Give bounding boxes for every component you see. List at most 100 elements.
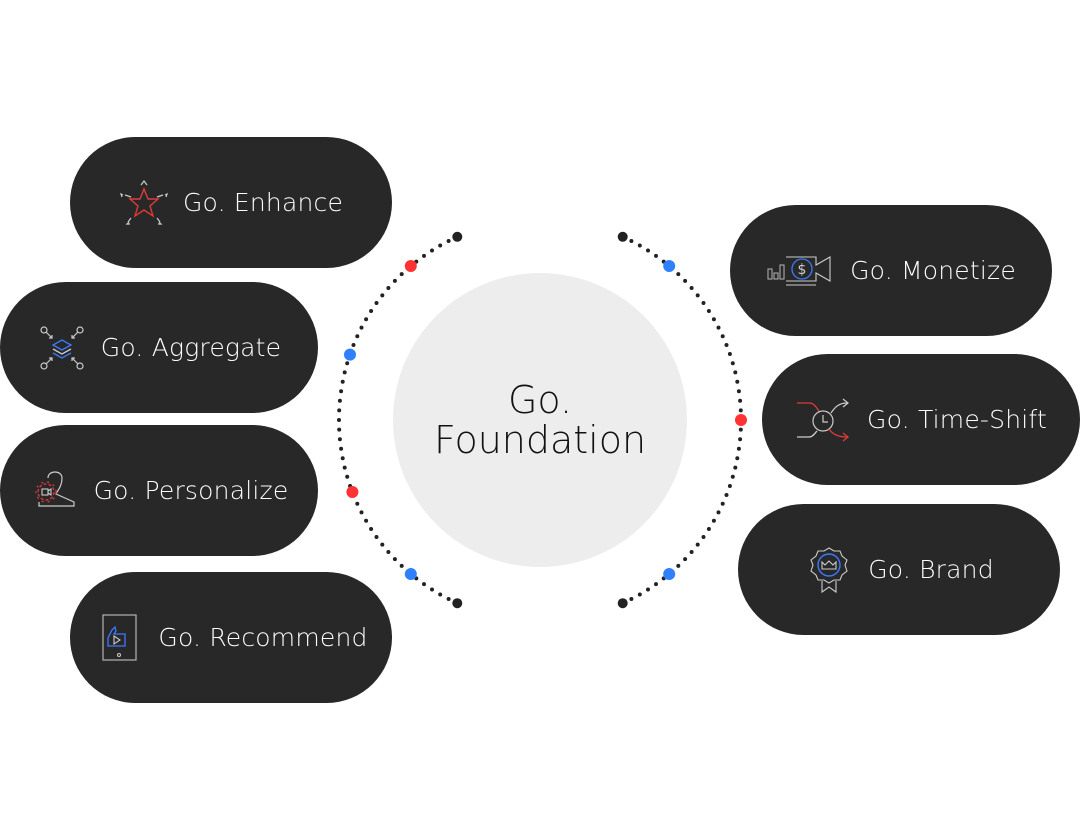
arc-end-dot — [617, 231, 628, 242]
arc-dot — [337, 437, 342, 442]
arc-dot — [446, 597, 451, 601]
arc-dot — [342, 370, 347, 375]
arc-dot — [720, 501, 725, 506]
arc-dot — [337, 408, 342, 413]
arc-dot — [348, 484, 353, 488]
pill-time-shift[interactable]: Go. Time-Shift — [762, 354, 1080, 485]
arc-dot — [337, 418, 341, 422]
arc-dot — [339, 389, 344, 394]
arc-dot — [345, 474, 350, 479]
arc-dot — [738, 427, 743, 432]
arc-dot — [669, 265, 674, 270]
arc-dot — [446, 239, 451, 243]
arc-dot — [689, 550, 694, 554]
pill-label: Go. Brand — [868, 555, 994, 584]
hub-title-line2: Foundation — [433, 418, 647, 462]
arc-dot — [351, 343, 356, 347]
arc-dot — [730, 361, 735, 366]
arc-dot — [661, 259, 666, 264]
arc-dot — [406, 570, 411, 575]
arc-dot — [374, 301, 379, 305]
arc-dot — [706, 309, 711, 313]
blue-node — [344, 348, 356, 361]
arc-dot — [738, 437, 743, 442]
arc-dot — [355, 501, 360, 506]
arc-dot — [348, 352, 353, 356]
pill-recommend[interactable]: Go. Recommend — [70, 572, 392, 703]
arc-end-dot — [617, 598, 628, 609]
pill-label: Go. Recommend — [158, 623, 368, 652]
arc-dot — [661, 576, 666, 581]
pill-label: Go. Time-Shift — [867, 405, 1047, 434]
arc-dot — [340, 379, 345, 384]
arc-dot — [683, 278, 688, 283]
arc-dot — [683, 557, 688, 562]
arc-dot — [711, 317, 716, 322]
arc-dot — [438, 243, 443, 248]
arc-dot — [337, 398, 342, 403]
arc-dot — [422, 253, 426, 258]
arc-dot — [695, 542, 700, 547]
arc-dot — [706, 527, 711, 531]
arc-dot — [430, 248, 434, 253]
arc-dot — [386, 550, 391, 554]
arc-dot — [738, 408, 743, 413]
arc-dot — [364, 518, 369, 523]
arc-dot — [724, 493, 729, 497]
arc-dot — [724, 343, 729, 347]
arc-dot — [716, 510, 721, 515]
arc-dot — [736, 389, 741, 394]
pill-monetize[interactable]: $ Go. Monetize — [730, 205, 1052, 336]
pill-label: Go. Personalize — [93, 476, 289, 505]
arc-dot — [374, 535, 379, 539]
arc-dot — [430, 587, 434, 592]
arc-dot — [716, 325, 721, 330]
arc-dot — [727, 484, 732, 488]
clock-shuffle-icon — [795, 395, 853, 445]
layers-aggregate-icon — [37, 323, 87, 373]
video-dollar-icon: $ — [766, 246, 836, 296]
red-node — [735, 414, 747, 426]
arc-dot — [386, 286, 391, 290]
svg-text:$: $ — [798, 262, 807, 278]
arc-dot — [339, 446, 344, 451]
red-node — [346, 486, 359, 498]
badge-crown-icon — [804, 545, 854, 595]
blue-node — [404, 568, 417, 580]
arc-dot — [646, 248, 650, 253]
arc-dot — [720, 334, 725, 339]
arc-end-dot — [452, 598, 463, 609]
arc-dot — [654, 253, 658, 258]
pill-personalize[interactable]: Go. Personalize — [0, 425, 318, 556]
pill-label: Go. Enhance — [182, 188, 344, 217]
user-gear-icon — [30, 466, 80, 516]
pill-aggregate[interactable]: Go. Aggregate — [0, 282, 318, 413]
arc-dot — [689, 286, 694, 290]
arc-dot — [733, 465, 738, 470]
red-node — [404, 260, 417, 272]
arc-dot — [380, 542, 385, 547]
foundation-hub: Go. Foundation — [393, 273, 687, 567]
pill-enhance[interactable]: Go. Enhance — [70, 137, 392, 268]
arc-dot — [730, 474, 735, 479]
arc-dot — [711, 518, 716, 523]
star-icon — [119, 178, 169, 228]
arc-dot — [414, 259, 419, 264]
pill-label: Go. Aggregate — [100, 333, 282, 362]
arc-dot — [359, 510, 364, 515]
arc-dot — [739, 418, 743, 422]
arc-dot — [406, 265, 411, 270]
hub-title-line1: Go. — [507, 378, 573, 422]
arc-dot — [342, 465, 347, 470]
arc-dot — [676, 272, 681, 277]
pill-label: Go. Monetize — [850, 256, 1016, 285]
arc-end-dot — [452, 231, 463, 242]
arc-dot — [369, 527, 374, 531]
arc-dot — [629, 597, 634, 601]
arc-dot — [355, 334, 360, 339]
arc-dot — [735, 456, 740, 461]
pill-brand[interactable]: Go. Brand — [738, 504, 1060, 635]
arc-dot — [695, 293, 700, 298]
arc-dot — [351, 493, 356, 497]
arc-dot — [637, 243, 642, 248]
